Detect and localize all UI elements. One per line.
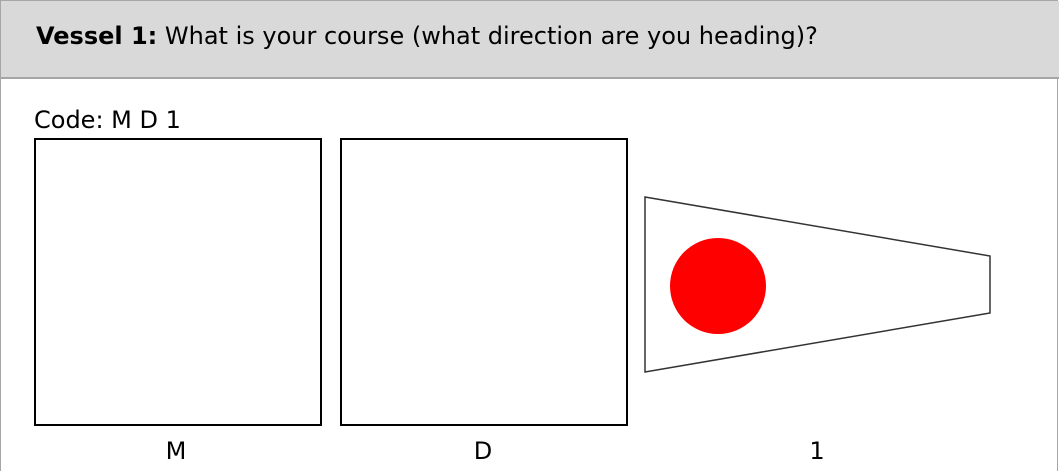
question-body: What is your course (what direction are …: [157, 22, 818, 50]
vessel-label: Vessel 1:: [36, 22, 158, 50]
flag-1-pennant-icon: [644, 196, 991, 373]
flag-label-1: 1: [809, 437, 825, 465]
flag-label-d: D: [473, 437, 493, 465]
flag-label-m: M: [165, 437, 187, 465]
question-text: Vessel 1: What is your course (what dire…: [36, 20, 818, 52]
question-header: Vessel 1: What is your course (what dire…: [1, 1, 1059, 79]
code-label: Code: M D 1: [34, 106, 181, 134]
flag-m-square-icon: [34, 138, 322, 426]
flag-d-square-icon: [340, 138, 628, 426]
pennant-red-disc: [670, 238, 766, 334]
